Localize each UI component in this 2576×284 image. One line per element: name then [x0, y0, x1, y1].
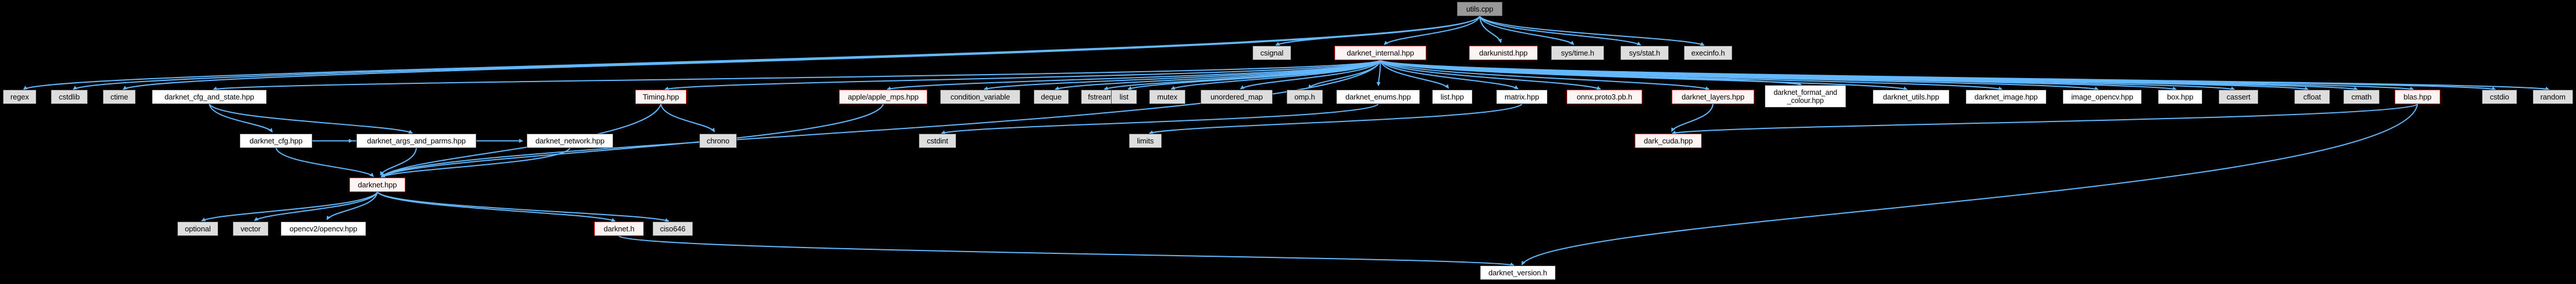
graph-edge [1380, 60, 1519, 90]
graph-edge [1521, 104, 2418, 265]
graph-node-darknet-enums-hpp[interactable]: darknet_enums.hpp [1336, 90, 1420, 104]
graph-edge [1380, 60, 2414, 91]
graph-node-chrono[interactable]: chrono [699, 134, 737, 148]
graph-node-box-hpp[interactable]: box.hpp [2158, 90, 2202, 104]
graph-node-cassert[interactable]: cassert [2219, 90, 2258, 104]
graph-edge [254, 191, 378, 222]
graph-edge [983, 60, 1381, 91]
graph-node-condition-variable[interactable]: condition_variable [940, 90, 1020, 104]
graph-node-utils-cpp[interactable]: utils.cpp [1457, 2, 1503, 16]
graph-node-sys-time-h[interactable]: sys/time.h [1551, 46, 1604, 60]
graph-edge [1170, 60, 1381, 90]
graph-edge [1380, 60, 2549, 91]
graph-node-darknet-args-and-parms[interactable]: darknet_args_and_parms.hpp [356, 134, 476, 148]
graph-node-onnx-proto3-pb-h[interactable]: onnx.proto3.pb.h [1567, 90, 1642, 104]
graph-edge [660, 104, 715, 132]
graph-node-apple-mps-hpp[interactable]: apple/apple_mps.hpp [839, 90, 927, 104]
graph-node-darknet-h[interactable]: darknet.h [594, 222, 644, 236]
graph-edge [1380, 60, 2099, 91]
graph-node-vector[interactable]: vector [233, 222, 269, 236]
graph-edge [1380, 60, 1449, 89]
graph-node-execinfo-h[interactable]: execinfo.h [1684, 46, 1732, 60]
graph-edge [1479, 16, 1502, 43]
graph-edge [275, 147, 374, 177]
graph-node-list[interactable]: list [1111, 90, 1137, 104]
graph-edge [208, 104, 413, 134]
graph-node-blas-hpp[interactable]: blas.hpp [2395, 90, 2440, 104]
graph-node-ciso646[interactable]: ciso646 [653, 222, 693, 236]
graph-node-darknet-format-colour[interactable]: darknet_format_and _colour.hpp [1765, 85, 1846, 108]
graph-node-darknet-internal-hpp[interactable]: darknet_internal.hpp [1334, 46, 1426, 60]
graph-edge [618, 235, 1515, 267]
graph-edge [1376, 60, 1381, 87]
graph-edge [208, 104, 273, 132]
graph-node-cmath[interactable]: cmath [2343, 90, 2380, 104]
graph-edge [1149, 104, 1523, 135]
graph-edge [326, 191, 378, 220]
graph-edge [1308, 60, 1381, 89]
graph-node-darknet-utils-hpp[interactable]: darknet_utils.hpp [1873, 90, 1949, 104]
graph-edge [1054, 60, 1381, 90]
graph-edge [380, 147, 417, 176]
graph-edge [941, 104, 1379, 135]
graph-node-darknet-cfg-hpp[interactable]: darknet_cfg.hpp [240, 134, 312, 148]
graph-edge [1380, 60, 2496, 91]
graph-node-timing-hpp[interactable]: Timing.hpp [635, 90, 687, 104]
graph-node-darknet-layers-hpp[interactable]: darknet_layers.hpp [1672, 90, 1754, 104]
graph-edge [1380, 60, 1802, 86]
graph-edge [1479, 16, 1641, 46]
graph-edge [213, 60, 1381, 91]
graph-edge [1275, 16, 1481, 46]
graph-node-deque[interactable]: deque [1034, 90, 1069, 104]
graph-node-ctime[interactable]: ctime [103, 90, 136, 104]
graph-node-limits[interactable]: limits [1129, 134, 1162, 148]
graph-edge [1384, 16, 1481, 45]
graph-edge [1672, 104, 2418, 135]
graph-edge [664, 60, 1381, 91]
graph-edge [1104, 60, 1381, 90]
graph-edge [376, 191, 616, 222]
graph-node-darknet-network-hpp[interactable]: darknet_network.hpp [527, 134, 613, 148]
graph-edge [1240, 60, 1381, 90]
graph-node-image-opencv-hpp[interactable]: image_opencv.hpp [2063, 90, 2142, 104]
graph-node-cstdio[interactable]: cstdio [2482, 90, 2517, 104]
graph-node-darknet-hpp[interactable]: darknet.hpp [349, 178, 405, 192]
graph-node-darkunistd-hpp[interactable]: darkunistd.hpp [1469, 46, 1538, 60]
graph-edge [381, 60, 1381, 178]
graph-node-opencv2-opencv-hpp[interactable]: opencv2/opencv.hpp [281, 222, 366, 236]
graph-node-unordered-map[interactable]: unordered_map [1201, 90, 1273, 104]
graph-node-csignal[interactable]: csignal [1252, 46, 1291, 60]
graph-node-dark-cuda-hpp[interactable]: dark_cuda.hpp [1635, 134, 1702, 148]
graph-edge [376, 191, 669, 222]
graph-node-cfloat[interactable]: cfloat [2294, 90, 2330, 104]
graph-edge [1380, 60, 2003, 91]
graph-node-list-hpp[interactable]: list.hpp [1432, 90, 1472, 104]
graph-node-cstdint[interactable]: cstdint [919, 134, 956, 148]
graph-edge [1127, 60, 1381, 90]
graph-node-random[interactable]: random [2533, 90, 2573, 104]
graph-edge [1380, 60, 1601, 90]
graph-edge [1380, 60, 1710, 90]
graph-edge [1671, 104, 1714, 132]
graph-node-sys-stat-h[interactable]: sys/stat.h [1620, 46, 1669, 60]
graph-node-darknet-version-h[interactable]: darknet_version.h [1480, 265, 1556, 280]
graph-node-regex[interactable]: regex [3, 90, 36, 104]
graph-node-darknet-cfg-and-state[interactable]: darknet_cfg_and_state.hpp [152, 90, 267, 104]
graph-node-darknet-image-hpp[interactable]: darknet_image.hpp [1966, 90, 2046, 104]
graph-node-cstdlib[interactable]: cstdlib [51, 90, 88, 104]
graph-node-optional[interactable]: optional [177, 222, 218, 236]
graph-edge [1479, 16, 1575, 45]
graph-edge [1380, 60, 2358, 91]
graph-node-matrix-hpp[interactable]: matrix.hpp [1496, 90, 1548, 104]
graph-node-omp-h[interactable]: omp.h [1287, 90, 1323, 104]
graph-edge [886, 60, 1381, 91]
graph-edge [201, 191, 378, 222]
graph-edge [1479, 16, 1705, 46]
graph-node-mutex[interactable]: mutex [1149, 90, 1186, 104]
graph-edge [381, 147, 571, 178]
